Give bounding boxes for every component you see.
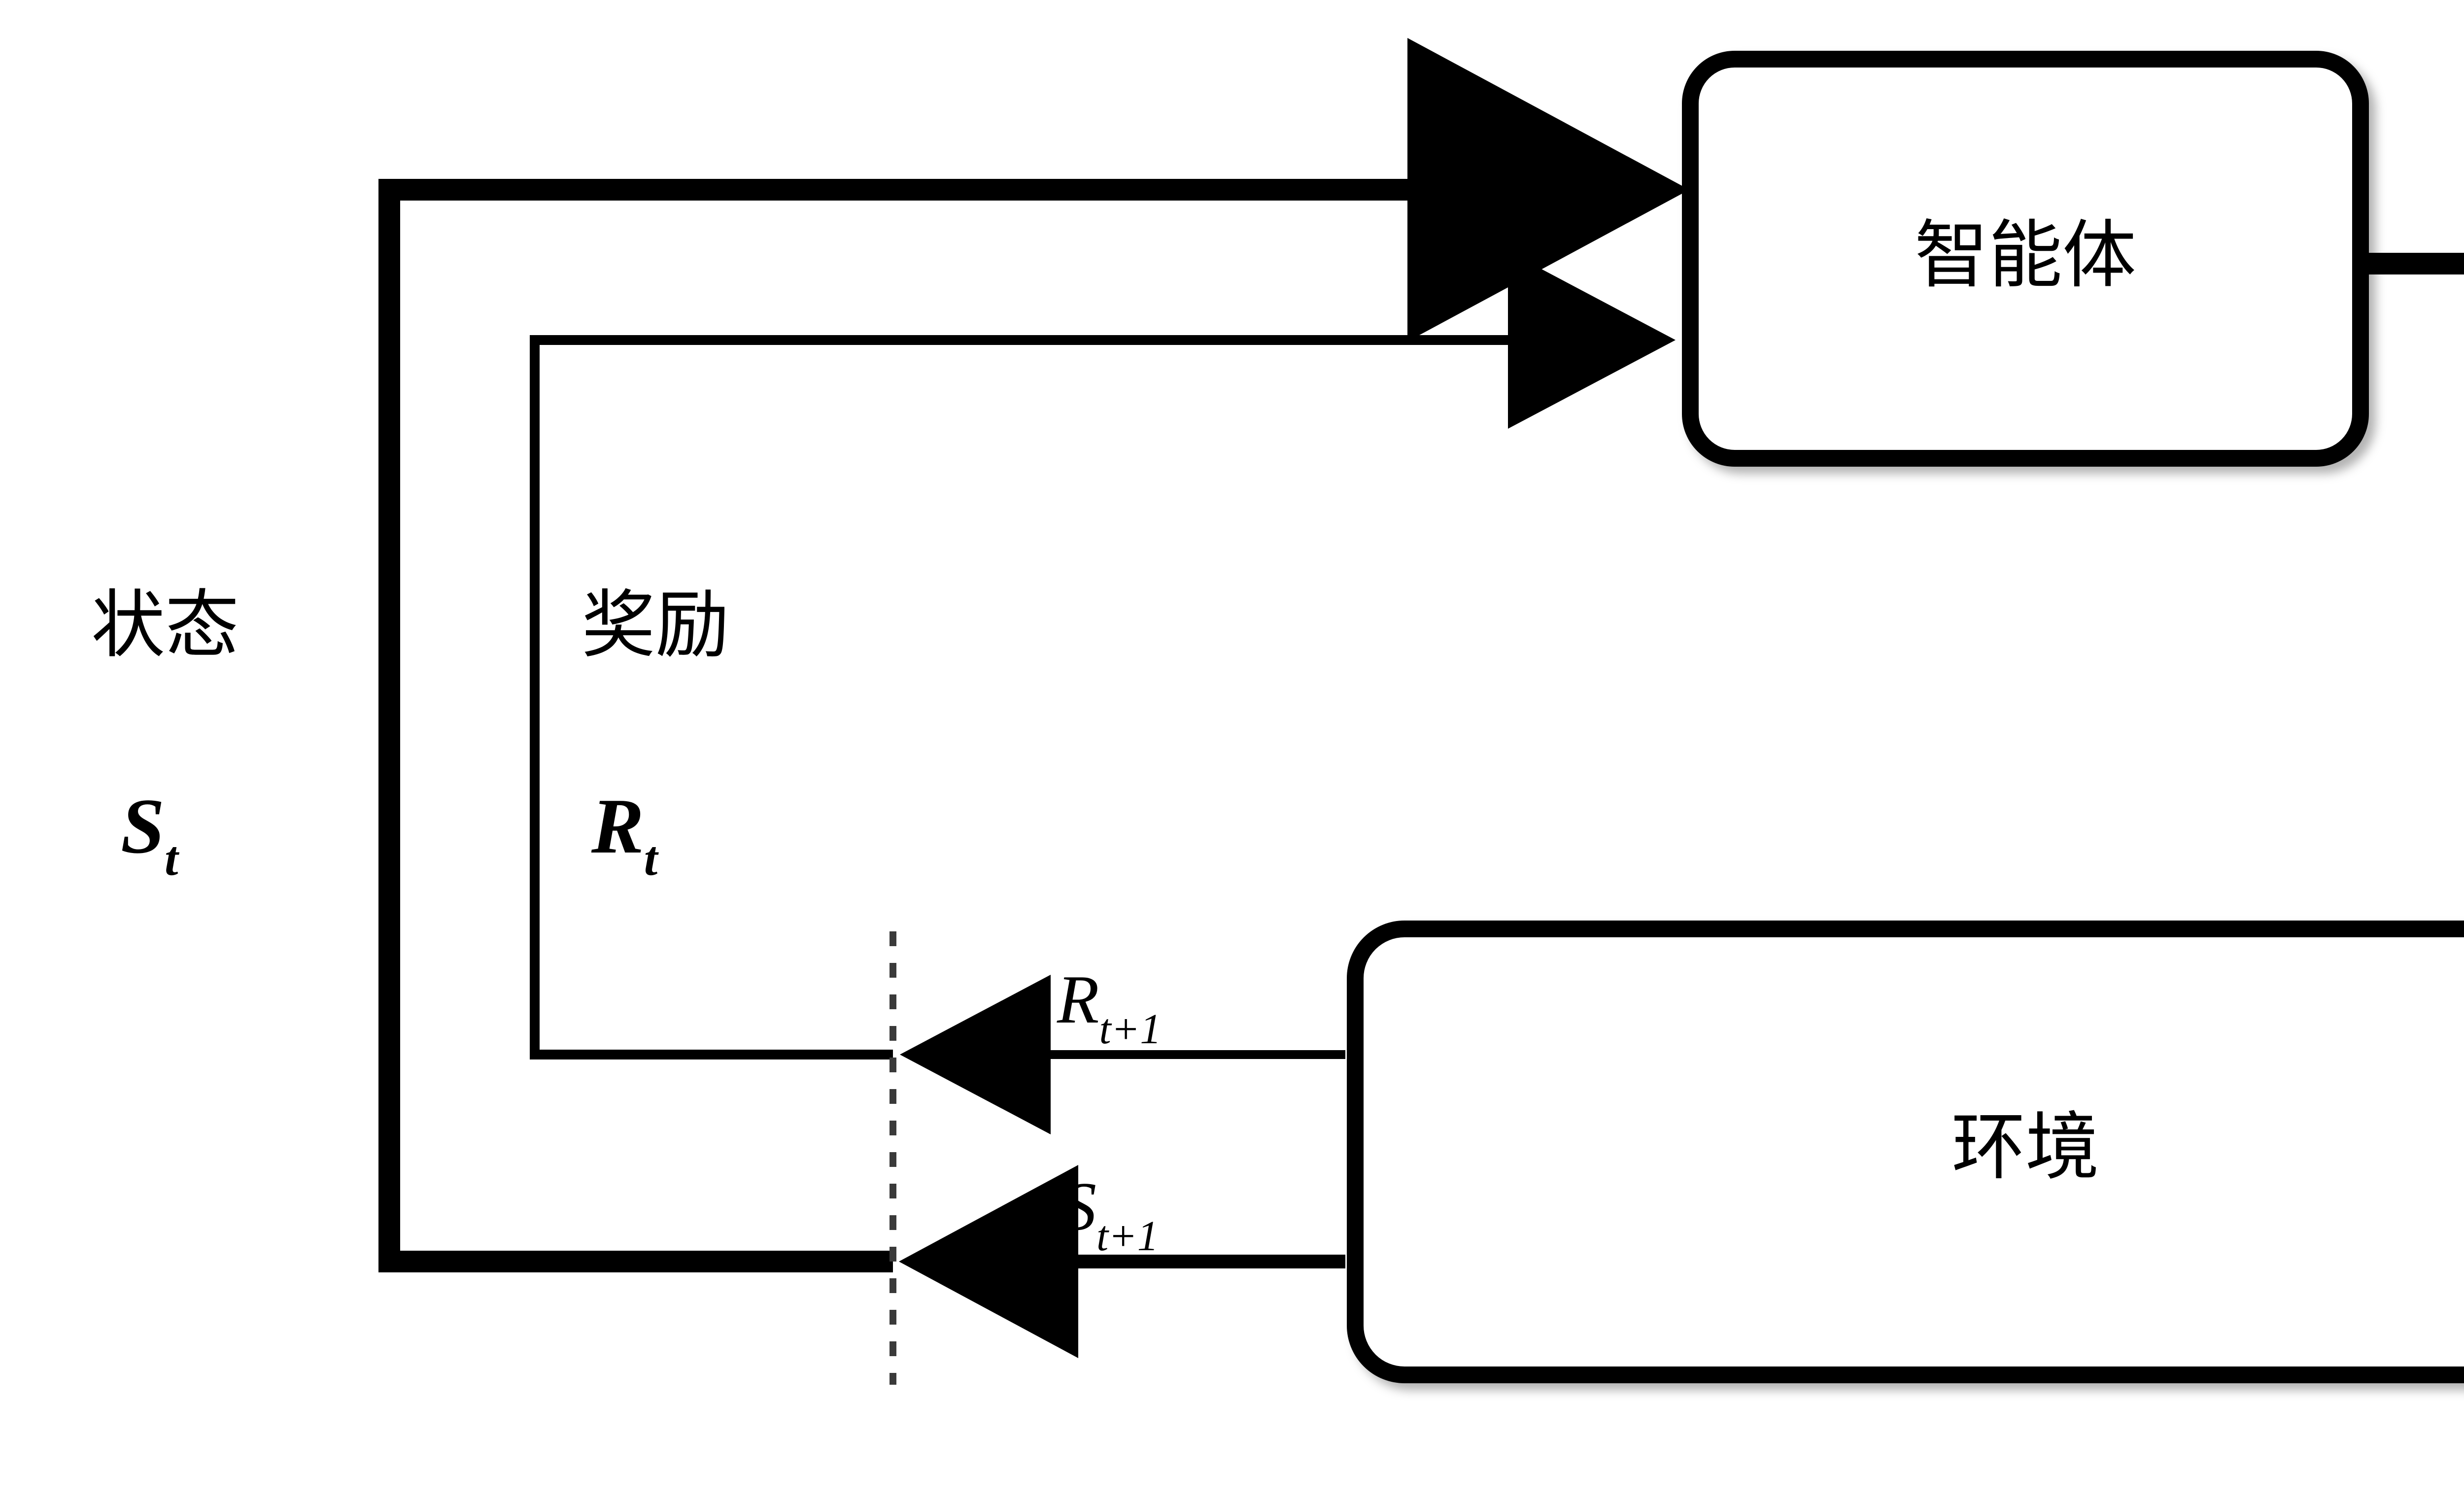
reward-label-group: 奖励 Rt	[582, 585, 729, 886]
reward-label-cn: 奖励	[582, 585, 729, 667]
reward-label-symbol: Rt	[591, 782, 659, 886]
state-next-label: St+1	[1062, 1168, 1159, 1260]
reward-path-line	[530, 251, 1676, 1059]
state-label-symbol: St	[121, 782, 180, 886]
reward-next-label-group: Rt+1	[1057, 961, 1162, 1053]
state-path-line	[378, 38, 1689, 1272]
agent-box[interactable]	[1682, 51, 2369, 467]
reward-edge-group	[530, 251, 1676, 1059]
agent-box-label: 智能体	[1915, 215, 2136, 297]
reward-next-label: Rt+1	[1057, 961, 1162, 1053]
agent-node[interactable]: 智能体	[1682, 51, 2369, 467]
state-edge-group	[378, 38, 1689, 1272]
state-label-cn: 状态	[91, 585, 239, 667]
state-next-label-group: St+1	[1062, 1168, 1159, 1260]
env-output-arrows	[899, 975, 1345, 1358]
environment-node[interactable]: 环境	[1347, 921, 2464, 1383]
state-label-group: 状态 St	[91, 585, 239, 886]
environment-box-label: 环境	[1951, 1107, 2099, 1189]
environment-box[interactable]	[1347, 921, 2464, 1383]
